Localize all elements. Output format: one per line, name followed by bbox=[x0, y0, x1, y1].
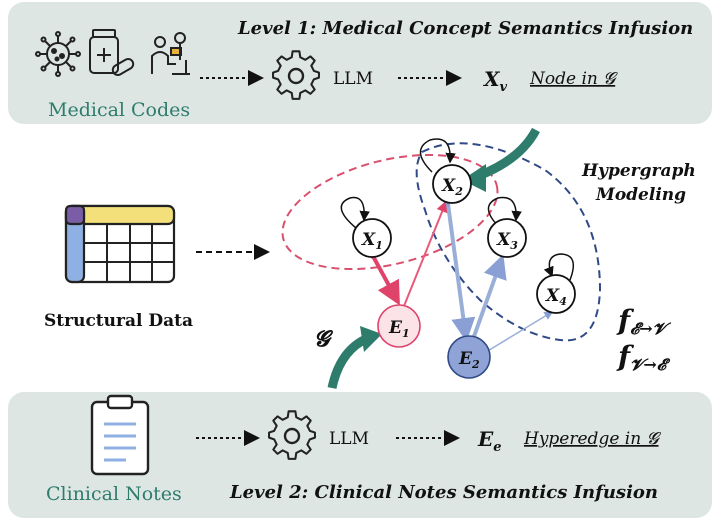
self-loop-x3 bbox=[487, 196, 522, 229]
level1-title: Level 1: Medical Concept Semantics Infus… bbox=[237, 18, 693, 39]
level1-output-symbol: Xv bbox=[482, 67, 508, 95]
hyperedge-e1: E1 bbox=[377, 304, 421, 348]
node-infusion-arrowhead bbox=[462, 164, 486, 192]
level2-output-desc: Hyperedge in 𝓖 bbox=[523, 429, 662, 449]
node-x1: X1 bbox=[352, 218, 392, 258]
virus-icon bbox=[35, 31, 81, 77]
svg-text:X1: X1 bbox=[361, 230, 383, 252]
edge-x2-e2 bbox=[433, 182, 476, 342]
level2-title: Level 2: Clinical Notes Semantics Infusi… bbox=[229, 482, 658, 503]
svg-text:X3: X3 bbox=[496, 230, 518, 252]
edge-e2-x4 bbox=[485, 311, 554, 353]
medicine-bottle-icon bbox=[89, 29, 135, 76]
self-loop-x2 bbox=[419, 138, 456, 173]
node-x3: X3 bbox=[487, 218, 527, 258]
level2-box-label: Clinical Notes bbox=[46, 483, 182, 505]
hypergraph-label-line1: Hypergraph bbox=[581, 161, 696, 181]
gear-icon-2 bbox=[268, 410, 316, 460]
level2-llm-label: LLM bbox=[329, 429, 369, 449]
table-icon bbox=[64, 204, 176, 284]
graph-symbol: 𝓖 bbox=[314, 326, 334, 352]
level1-llm-label: LLM bbox=[333, 69, 373, 89]
node-x2: X2 bbox=[432, 164, 472, 204]
svg-text:X2: X2 bbox=[441, 176, 463, 198]
clipboard-icon bbox=[90, 394, 150, 476]
doctor-patient-icon bbox=[151, 32, 190, 75]
level1-panel bbox=[8, 2, 712, 124]
function-e-to-v: f𝓔→𝓥 bbox=[616, 304, 672, 338]
structural-data-label: Structural Data bbox=[44, 311, 193, 331]
node-x4: X4 bbox=[536, 274, 576, 314]
svg-text:E1: E1 bbox=[388, 318, 410, 340]
level2-panel bbox=[8, 392, 712, 518]
self-loop-x1 bbox=[340, 196, 370, 229]
level2-output-symbol: Ee bbox=[477, 427, 502, 455]
level1-output-desc: Node in 𝓖 bbox=[529, 69, 618, 89]
edge-infusion-arrowhead bbox=[360, 326, 382, 352]
level1-box-label: Medical Codes bbox=[48, 99, 190, 121]
svg-text:E2: E2 bbox=[458, 349, 480, 371]
hypergraph-label-line2: Modeling bbox=[595, 185, 686, 205]
edge-x1-e1 bbox=[353, 234, 400, 306]
self-loop-x4 bbox=[543, 253, 575, 281]
hyperedge-e2-outline bbox=[415, 142, 602, 342]
gear-icon bbox=[272, 50, 320, 100]
edge-e2-x3 bbox=[470, 254, 507, 343]
hyperedge-e2: E2 bbox=[447, 335, 491, 379]
svg-text:X4: X4 bbox=[545, 286, 567, 308]
hyperedge-e1-outline bbox=[281, 153, 499, 271]
